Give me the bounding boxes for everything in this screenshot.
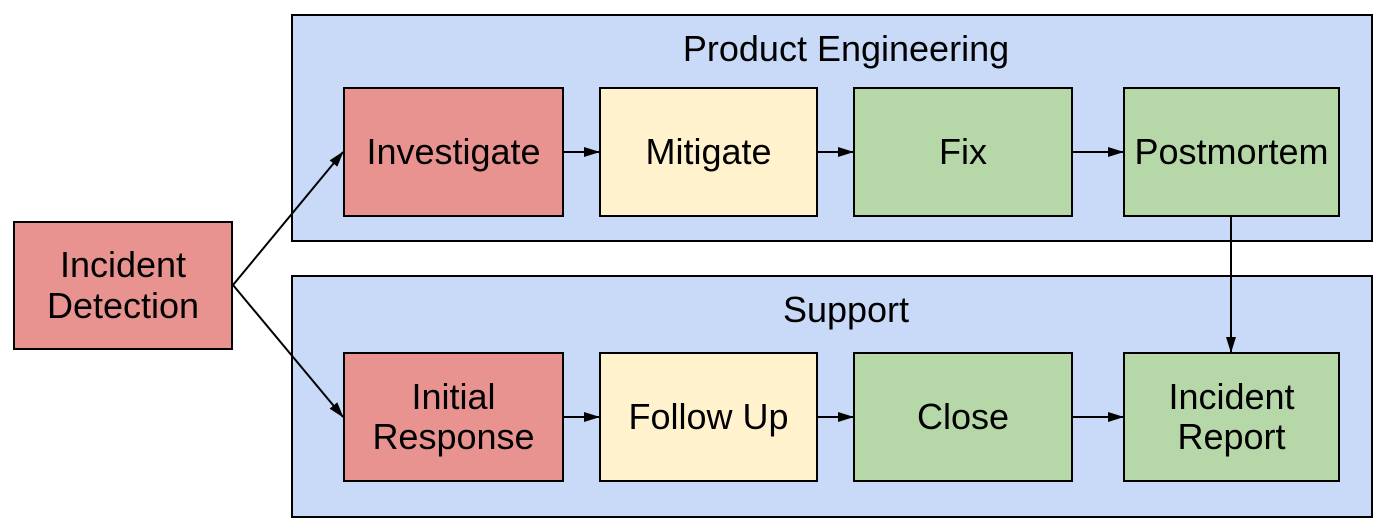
node-label: Close [916, 395, 1010, 437]
node-postmortem: Postmortem [1123, 87, 1340, 217]
lane-title-support: Support [782, 289, 910, 330]
node-label: Fix [939, 130, 987, 172]
lane-title-product-engineering: Product Engineering [682, 28, 1010, 69]
node-label: Investigate [366, 130, 541, 172]
node-label: Incident Report [1168, 375, 1295, 457]
node-label: Incident Detection [46, 244, 200, 326]
node-initial-response: Initial Response [343, 352, 564, 482]
node-close: Close [853, 352, 1073, 482]
node-fix: Fix [853, 87, 1073, 217]
node-label: Postmortem [1134, 130, 1329, 172]
node-follow-up: Follow Up [599, 352, 818, 482]
node-investigate: Investigate [343, 87, 564, 217]
node-incident-detection: Incident Detection [13, 221, 233, 350]
node-label: Follow Up [628, 395, 789, 437]
node-incident-report: Incident Report [1123, 352, 1340, 482]
node-mitigate: Mitigate [599, 87, 818, 217]
node-label: Mitigate [645, 130, 772, 172]
node-label: Initial Response [372, 375, 535, 457]
